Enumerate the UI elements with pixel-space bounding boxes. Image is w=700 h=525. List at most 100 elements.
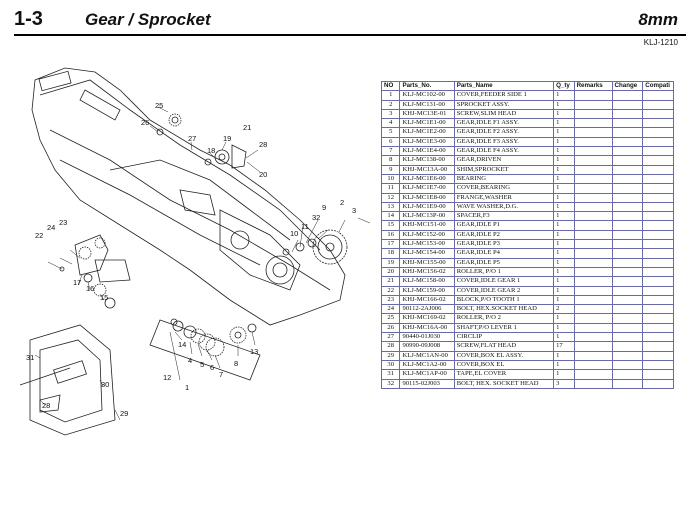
part-no-cell: 14	[380, 211, 401, 222]
part-number-cell: KLJ-MC1E8-00	[399, 192, 455, 203]
remarks-cell	[573, 276, 613, 287]
change-cell	[611, 266, 644, 278]
part-name-cell: GEAR,IDLE F3 ASSY.	[453, 136, 555, 148]
change-cell	[611, 90, 644, 101]
callout: 4	[188, 356, 192, 365]
part-number-cell: KHJ-MC169-02	[399, 313, 455, 324]
qty-cell: 1	[553, 146, 575, 157]
remarks-cell	[573, 285, 613, 296]
part-number-cell: KHJ-MC13A-00	[399, 164, 455, 175]
change-cell	[611, 146, 644, 157]
table-header-row: NO Parts_No. Parts_Name Q_ty Remarks Cha…	[380, 80, 674, 92]
callout: 21	[243, 123, 251, 132]
col-header: Q_ty	[553, 80, 575, 92]
compati-cell	[642, 322, 674, 334]
part-name-cell: SHAFT,P/O LEVER 1	[453, 322, 555, 334]
part-number-cell: KLJ-MC131-00	[399, 99, 455, 110]
callout: 13	[250, 347, 258, 356]
callout: 1	[185, 383, 189, 392]
qty-cell: 1	[553, 127, 575, 138]
part-no-cell: 15	[380, 220, 401, 231]
callout: 11	[301, 222, 309, 231]
qty-cell: 1	[553, 164, 575, 175]
remarks-cell	[573, 127, 613, 138]
part-number-cell: KLJ-MC152-00	[399, 229, 455, 241]
remarks-cell	[573, 304, 613, 315]
change-cell	[611, 211, 644, 222]
part-name-cell: SCREW,FLAT HEAD	[453, 341, 555, 352]
part-no-cell: 9	[380, 164, 401, 175]
callout: 26	[141, 118, 149, 127]
compati-cell	[642, 350, 674, 361]
part-number-cell: KLJ-MC154-00	[399, 248, 455, 259]
callout: 22	[35, 231, 43, 240]
compati-cell	[642, 127, 674, 138]
qty-cell: 1	[553, 276, 575, 287]
qty-cell: 1	[553, 201, 575, 213]
callout: 18	[207, 146, 215, 155]
part-no-cell: 28	[380, 341, 401, 352]
col-header: Change	[611, 80, 644, 92]
change-cell	[611, 313, 644, 324]
compati-cell	[642, 173, 674, 185]
qty-cell: 1	[553, 350, 575, 361]
qty-cell: 3	[553, 378, 575, 389]
qty-cell: 17	[553, 341, 575, 352]
remarks-cell	[573, 378, 613, 389]
part-number-cell: KLJ-MC1E4-00	[399, 146, 455, 157]
remarks-cell	[573, 331, 613, 343]
part-name-cell: SPROCKET ASSY.	[453, 99, 555, 110]
section-number: 1-3	[14, 8, 43, 30]
compati-cell	[642, 359, 674, 371]
remarks-cell	[573, 173, 613, 185]
remarks-cell	[573, 341, 613, 352]
part-number-cell: KLJ-MC1E6-00	[399, 173, 455, 185]
change-cell	[611, 118, 644, 129]
compati-cell	[642, 99, 674, 110]
change-cell	[611, 108, 644, 120]
change-cell	[611, 248, 644, 259]
change-cell	[611, 183, 644, 194]
header-rule	[14, 34, 686, 36]
change-cell	[611, 99, 644, 110]
callout: 28	[42, 401, 50, 410]
remarks-cell	[573, 136, 613, 148]
part-name-cell: COVER,BOX EL	[453, 359, 555, 371]
part-number-cell: KLJ-MC158-00	[399, 276, 455, 287]
callout: 3	[352, 206, 356, 215]
compati-cell	[642, 183, 674, 194]
part-number-cell: KHJ-MC16A-00	[399, 322, 455, 334]
tape-size: 8mm	[638, 10, 678, 29]
part-no-cell: 16	[380, 229, 401, 241]
part-number-cell: KLJ-MC1E9-00	[399, 201, 455, 213]
qty-cell: 1	[553, 118, 575, 129]
remarks-cell	[573, 201, 613, 213]
compati-cell	[642, 378, 674, 389]
callout: 28	[259, 140, 267, 149]
part-no-cell: 7	[380, 146, 401, 157]
part-no-cell: 4	[380, 118, 401, 129]
part-name-cell: GEAR,DRIVEN	[453, 155, 555, 166]
part-number-cell: KLJ-MC1E2-00	[399, 127, 455, 138]
part-number-cell: KLJ-MC102-00	[399, 90, 455, 101]
qty-cell: 1	[553, 239, 575, 250]
remarks-cell	[573, 239, 613, 250]
change-cell	[611, 359, 644, 371]
part-name-cell: BOLT, HEX.SOCKET HEAD	[453, 304, 555, 315]
part-no-cell: 32	[380, 378, 401, 389]
compati-cell	[642, 136, 674, 148]
